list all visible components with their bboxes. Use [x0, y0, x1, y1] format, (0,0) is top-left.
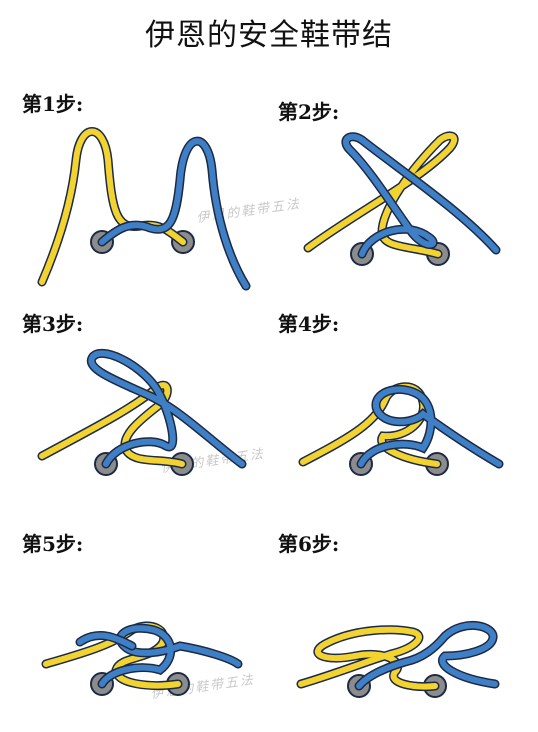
page-title: 伊恩的安全鞋带结 — [145, 18, 393, 53]
step-3-illustration — [30, 340, 260, 490]
step-1-label: 第1步: — [22, 92, 84, 116]
step-6-label: 第6步: — [278, 532, 340, 556]
step-1-illustration — [20, 120, 260, 291]
step-4-illustration — [295, 340, 525, 490]
step-2-label: 第2步: — [278, 100, 340, 124]
step-5-illustration — [40, 600, 260, 710]
step-3-label: 第3步: — [22, 312, 84, 336]
step-2-illustration — [290, 120, 520, 280]
step-6-illustration — [295, 600, 515, 710]
step-5-label: 第5步: — [22, 532, 84, 556]
step-4-label: 第4步: — [278, 312, 340, 336]
